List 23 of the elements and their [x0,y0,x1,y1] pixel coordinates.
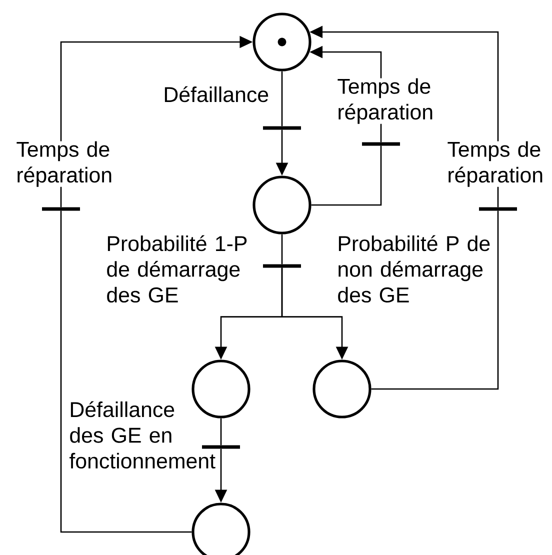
place-circle [252,176,312,234]
connector-line [371,210,499,390]
transition-bar [202,445,240,449]
place-circle [252,12,312,72]
connector-line [281,71,283,126]
connector-line [311,146,382,206]
transition-bar [263,264,301,268]
transition-bar [42,207,80,211]
connector-line [60,210,192,533]
transition-label: Défaillance des GE en fonctionnement [70,401,216,469]
transition-label: Temps de réparation [16,141,126,187]
transition-label: Probabilité P de non démarrage des GE [338,235,490,303]
connector-line [220,418,222,446]
connector-line [281,234,283,264]
transition-bar [479,207,517,211]
place-circle [312,360,372,418]
transition-label: Temps de réparation [337,78,448,124]
transition-label: Temps de réparation [447,141,552,187]
transition-label: Défaillance [164,86,268,102]
transition-bar [263,126,301,130]
transition-label: Probabilité 1-P de démarrage des GE [107,235,247,303]
transition-bar [362,142,400,146]
place-circle [192,360,250,418]
